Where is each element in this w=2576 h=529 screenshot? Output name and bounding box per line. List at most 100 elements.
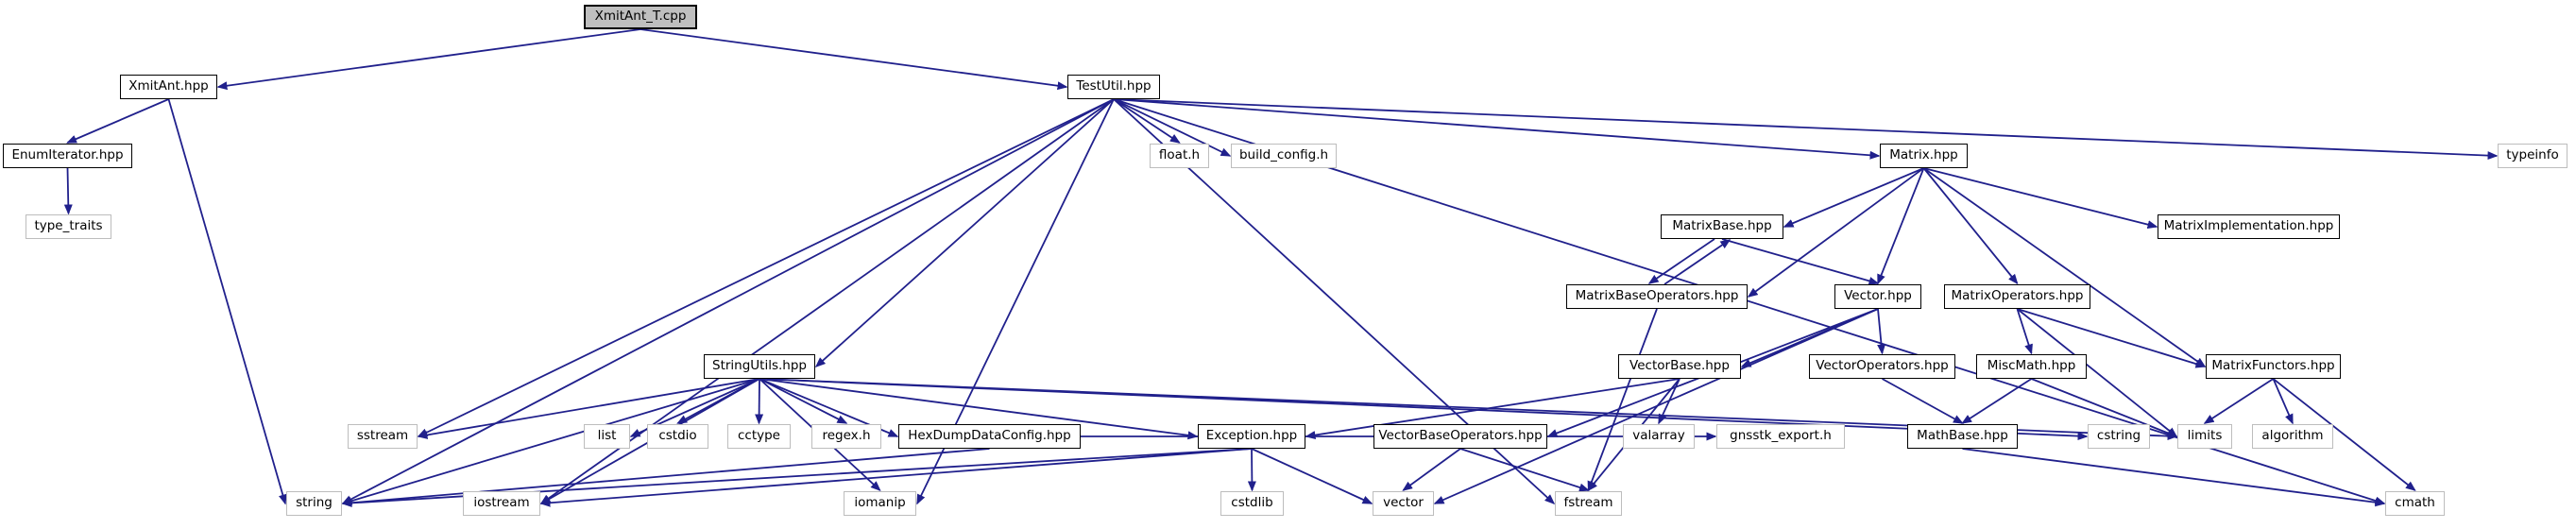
include-edge-xmitant-hpp-to-enumiterator-hpp	[66, 98, 169, 144]
graph-node-iomanip[interactable]: iomanip	[844, 491, 916, 516]
graph-node-label: float.h	[1158, 147, 1201, 163]
graph-node-type-traits[interactable]: type_traits	[26, 214, 111, 239]
graph-node-mathbase-hpp[interactable]: MathBase.hpp	[1907, 424, 2018, 449]
graph-node-stringutils-hpp[interactable]: StringUtils.hpp	[704, 354, 815, 379]
graph-node-label: cstdio	[658, 428, 697, 444]
include-edge-enumiterator-hpp-to-type-traits	[63, 167, 73, 215]
graph-node-typeinfo[interactable]: typeinfo	[2498, 144, 2567, 168]
include-edge-matrix-hpp-to-matrixoperators-hpp	[1922, 167, 2019, 285]
include-edge-mathbase-hpp-to-cmath	[1962, 448, 2386, 507]
graph-node-fstream[interactable]: fstream	[1555, 491, 1622, 516]
graph-node-label: VectorBaseOperators.hpp	[1378, 428, 1543, 444]
graph-node-label: MatrixFunctors.hpp	[2211, 358, 2335, 374]
graph-node-valarray[interactable]: valarray	[1623, 424, 1695, 449]
graph-node-label: Exception.hpp	[1205, 428, 1298, 444]
include-edge-matrixbaseoperators-hpp-to-matrixbase-hpp	[1663, 239, 1732, 285]
include-edge-matrixoperators-hpp-to-matrixfunctors-hpp	[2017, 308, 2207, 368]
include-edge-matrixoperators-hpp-to-miscmath-hpp	[2016, 308, 2033, 355]
graph-node-cstdio[interactable]: cstdio	[647, 424, 708, 449]
graph-node-label: Vector.hpp	[1844, 288, 1912, 304]
graph-node-vector[interactable]: vector	[1373, 491, 1434, 516]
graph-node-label: XmitAnt_T.cpp	[594, 9, 687, 25]
graph-node-label: algorithm	[2261, 428, 2324, 444]
graph-node-label: MatrixOperators.hpp	[1951, 288, 2084, 304]
include-edge-stringutils-hpp-to-exception-hpp	[759, 378, 1199, 440]
graph-node-label: iostream	[473, 495, 530, 511]
include-edge-matrix-hpp-to-matrixfunctors-hpp	[1922, 167, 2207, 367]
graph-node-label: EnumIterator.hpp	[11, 147, 124, 163]
include-edge-exception-hpp-to-vector	[1251, 448, 1373, 504]
graph-node-matrix-hpp[interactable]: Matrix.hpp	[1880, 144, 1968, 168]
graph-node-build-config-h[interactable]: build_config.h	[1231, 144, 1337, 168]
graph-node-string[interactable]: string	[286, 491, 342, 516]
graph-node-float-h[interactable]: float.h	[1150, 144, 1209, 168]
graph-node-cstring[interactable]: cstring	[2088, 424, 2150, 449]
graph-node-label: valarray	[1632, 428, 1685, 444]
graph-node-vectorbase-hpp[interactable]: VectorBase.hpp	[1618, 354, 1741, 379]
include-edge-matrix-hpp-to-matriximplementation-hpp	[1923, 167, 2158, 230]
graph-node-xmitant-t-cpp[interactable]: XmitAnt_T.cpp	[584, 5, 697, 29]
include-edge-exception-hpp-to-cstdlib	[1247, 448, 1256, 492]
graph-node-vector-hpp[interactable]: Vector.hpp	[1834, 284, 1921, 309]
graph-node-label: type_traits	[34, 218, 103, 234]
graph-node-exception-hpp[interactable]: Exception.hpp	[1198, 424, 1305, 449]
include-edge-matrixbase-hpp-to-vector-hpp	[1721, 238, 1880, 285]
include-edge-matrix-hpp-to-matrixbase-hpp	[1783, 167, 1924, 228]
graph-node-matrixoperators-hpp[interactable]: MatrixOperators.hpp	[1944, 284, 2090, 309]
include-edge-testutil-hpp-to-sstream	[417, 98, 1115, 437]
graph-node-iostream[interactable]: iostream	[463, 491, 540, 516]
include-edge-matrixfunctors-hpp-to-limits	[2203, 378, 2274, 424]
graph-node-label: typeinfo	[2506, 147, 2559, 163]
graph-node-hexdumpdataconfig-hpp[interactable]: HexDumpDataConfig.hpp	[898, 424, 1081, 449]
graph-node-label: sstream	[356, 428, 409, 444]
graph-node-sstream[interactable]: sstream	[348, 424, 418, 449]
include-edge-vectorbaseoperators-hpp-to-vector	[1402, 448, 1461, 491]
graph-node-label: cmath	[2395, 495, 2435, 511]
graph-node-label: build_config.h	[1238, 147, 1329, 163]
graph-node-vectoroperators-hpp[interactable]: VectorOperators.hpp	[1809, 354, 1955, 379]
graph-node-cstdlib[interactable]: cstdlib	[1220, 491, 1284, 516]
include-edge-stringutils-hpp-to-string	[341, 378, 760, 505]
include-edge-stringutils-hpp-to-cstdio	[676, 378, 760, 424]
graph-node-label: MatrixImplementation.hpp	[2163, 218, 2334, 234]
graph-node-matrixbase-hpp[interactable]: MatrixBase.hpp	[1661, 214, 1783, 239]
include-edge-stringutils-hpp-to-sstream	[417, 378, 760, 439]
graph-node-matrixbaseoperators-hpp[interactable]: MatrixBaseOperators.hpp	[1566, 284, 1748, 309]
graph-node-matriximplementation-hpp[interactable]: MatrixImplementation.hpp	[2158, 214, 2340, 239]
graph-node-label: TestUtil.hpp	[1076, 78, 1152, 94]
include-edge-testutil-hpp-to-string	[341, 98, 1115, 504]
include-edge-stringutils-hpp-to-regex-h	[759, 378, 848, 424]
graph-node-algorithm[interactable]: algorithm	[2252, 424, 2333, 449]
graph-node-vectorbaseoperators-hpp[interactable]: VectorBaseOperators.hpp	[1373, 424, 1547, 449]
graph-node-enumiterator-hpp[interactable]: EnumIterator.hpp	[3, 144, 132, 168]
graph-node-regex-h[interactable]: regex.h	[811, 424, 881, 449]
graph-node-label: HexDumpDataConfig.hpp	[908, 428, 1071, 444]
include-edge-stringutils-hpp-to-cctype	[755, 378, 764, 425]
include-edge-matrixfunctors-hpp-to-algorithm	[2272, 378, 2294, 425]
graph-node-miscmath-hpp[interactable]: MiscMath.hpp	[1976, 354, 2087, 379]
include-edge-testutil-hpp-to-build-config-h	[1113, 98, 1232, 157]
graph-node-gnsstk-export-h[interactable]: gnsstk_export.h	[1716, 424, 1845, 449]
graph-node-cctype[interactable]: cctype	[727, 424, 791, 449]
graph-node-label: cctype	[737, 428, 780, 444]
graph-node-cmath[interactable]: cmath	[2385, 491, 2445, 516]
graph-node-limits[interactable]: limits	[2177, 424, 2232, 449]
include-edge-matrixoperators-hpp-to-limits	[2016, 308, 2178, 437]
include-edge-testutil-hpp-to-float-h	[1113, 98, 1181, 144]
graph-node-label: vector	[1383, 495, 1424, 511]
include-edge-testutil-hpp-to-stringutils-hpp	[814, 98, 1115, 368]
graph-node-label: list	[597, 428, 617, 444]
graph-node-xmitant-hpp[interactable]: XmitAnt.hpp	[120, 75, 217, 99]
graph-node-label: limits	[2187, 428, 2223, 444]
include-edge-testutil-hpp-to-typeinfo	[1113, 98, 2499, 161]
include-edge-matrix-hpp-to-matrixbaseoperators-hpp	[1747, 167, 1925, 298]
include-edge-miscmath-hpp-to-mathbase-hpp	[1961, 378, 2032, 424]
graph-node-label: MiscMath.hpp	[1987, 358, 2076, 374]
graph-node-label: StringUtils.hpp	[712, 358, 807, 374]
graph-node-matrixfunctors-hpp[interactable]: MatrixFunctors.hpp	[2206, 354, 2341, 379]
graph-node-testutil-hpp[interactable]: TestUtil.hpp	[1067, 75, 1160, 99]
graph-node-list[interactable]: list	[584, 424, 630, 449]
include-edge-xmitant-hpp-to-string	[167, 98, 287, 505]
graph-node-label: iomanip	[854, 495, 906, 511]
include-edge-matrix-hpp-to-vector-hpp	[1877, 167, 1925, 285]
